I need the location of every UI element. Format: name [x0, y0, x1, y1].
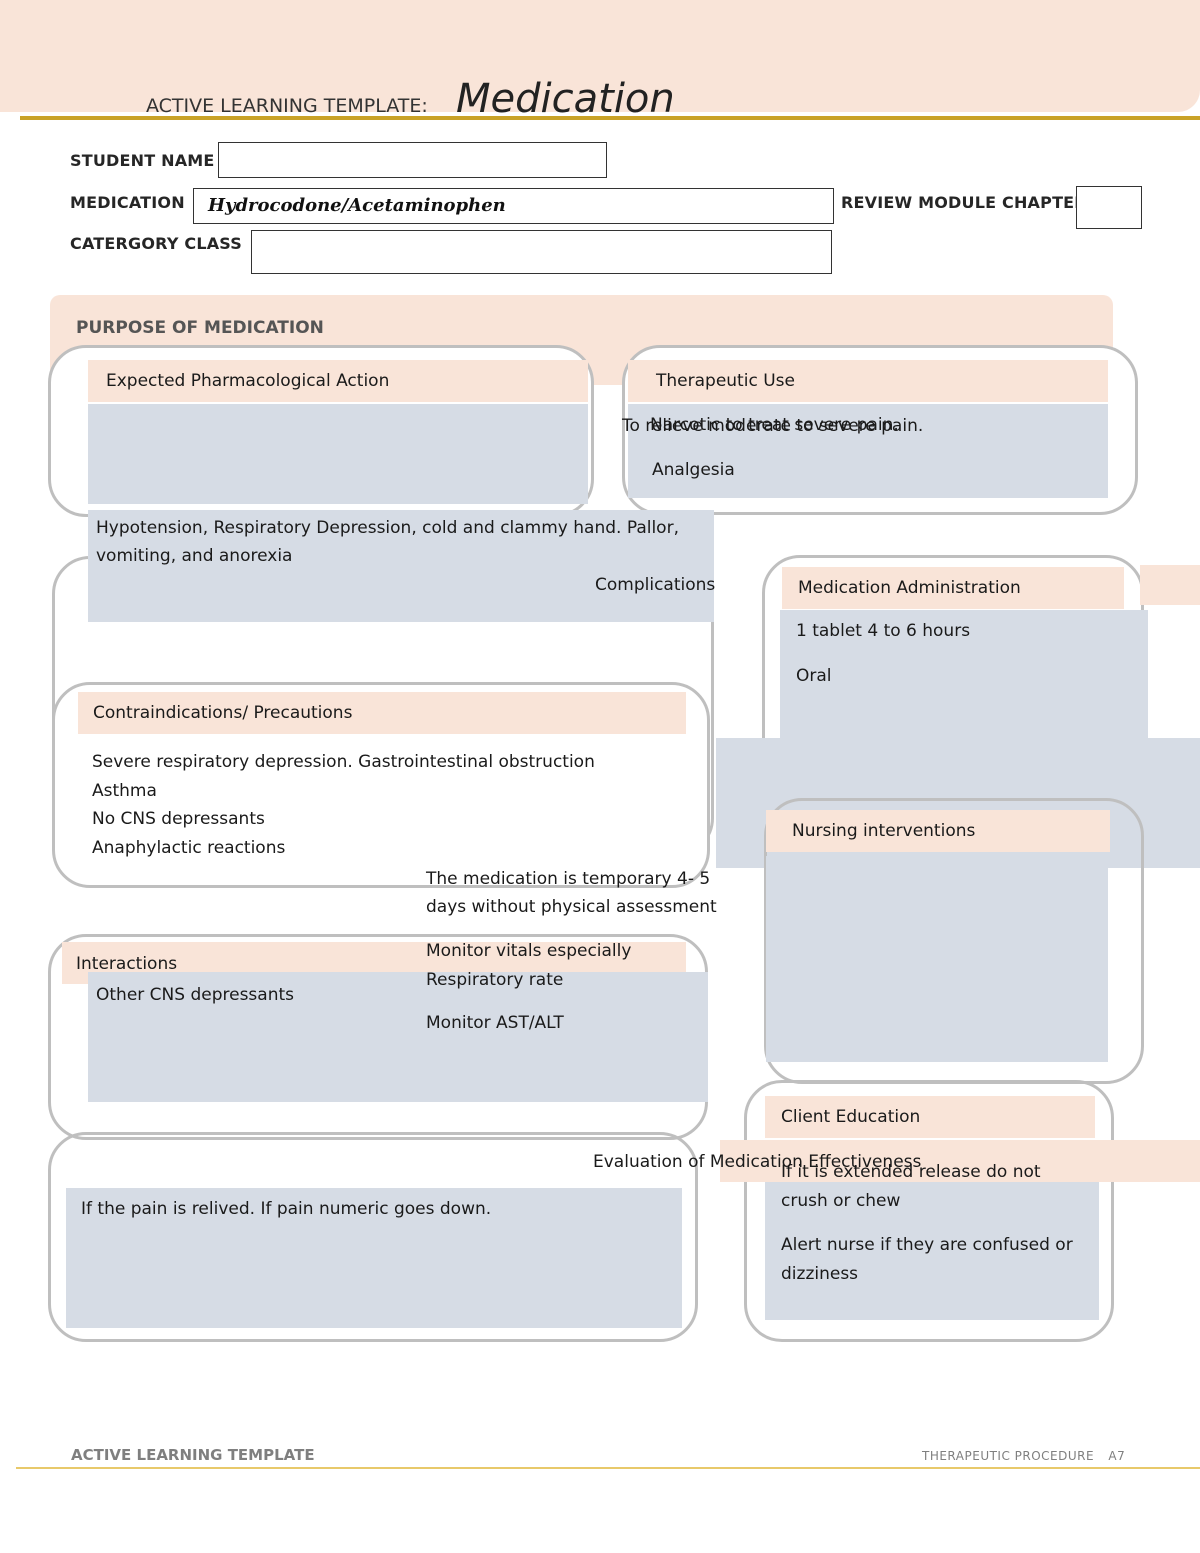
category-field[interactable] — [251, 230, 832, 274]
client-education-body[interactable] — [765, 1182, 1099, 1320]
administration-header-ext — [1140, 565, 1200, 605]
evaluation-line-1: If the pain is relived. If pain numeric … — [81, 1199, 492, 1219]
therapeutic-use-title: Therapeutic Use — [656, 371, 795, 391]
therapeutic-use-body[interactable] — [628, 404, 1108, 498]
client-education-line-4: dizziness — [781, 1264, 859, 1284]
complications-line-1: Hypotension, Respiratory Depression, col… — [96, 518, 679, 538]
evaluation-body[interactable] — [66, 1188, 682, 1328]
complications-title: Complications — [595, 575, 716, 595]
contraindication-item: Anaphylactic reactions — [92, 837, 286, 858]
complications-body[interactable] — [88, 510, 714, 622]
contraindications-title: Contraindications/ Precautions — [93, 703, 353, 723]
header-gold-rule — [20, 116, 1200, 120]
medication-field[interactable]: Hydrocodone/Acetaminophen — [193, 188, 834, 224]
review-module-field[interactable] — [1076, 186, 1142, 229]
medication-label: MEDICATION — [70, 193, 185, 212]
client-education-line-3: Alert nurse if they are confused or — [781, 1235, 1073, 1255]
nursing-line-4: Respiratory rate — [426, 970, 564, 990]
footer-page: A7 — [1108, 1449, 1126, 1463]
expected-action-title: Expected Pharmacological Action — [106, 371, 390, 391]
footer-right: THERAPEUTIC PROCEDURE A7 — [922, 1449, 1125, 1463]
administration-line-1: 1 tablet 4 to 6 hours — [796, 621, 971, 641]
interactions-title: Interactions — [76, 954, 178, 974]
expected-action-body[interactable] — [88, 404, 588, 504]
nursing-line-2: days without physical assessment — [426, 897, 717, 917]
interactions-line-1: Other CNS depressants — [96, 985, 294, 1005]
therapeutic-use-text-2: Analgesia — [652, 460, 735, 480]
student-name-label: STUDENT NAME — [70, 151, 215, 170]
client-education-frame — [744, 1080, 1114, 1342]
template-title: Medication — [456, 76, 675, 122]
complications-text: Hypotension, Respiratory Depression, col… — [96, 514, 679, 570]
footer-gold-rule — [16, 1467, 1200, 1469]
client-education-line-1: If it is extended release do not — [781, 1162, 1041, 1182]
purpose-title: PURPOSE OF MEDICATION — [76, 318, 324, 338]
administration-line-2: Oral — [796, 666, 832, 686]
evaluation-frame — [48, 1132, 698, 1342]
nursing-header — [766, 810, 1110, 852]
header-band — [0, 0, 1200, 112]
contraindication-item: No CNS depressants — [92, 809, 265, 829]
therapeutic-use-text-b: Narcotic to treat severe pain. — [650, 415, 899, 435]
expected-action-header — [88, 360, 588, 402]
medication-value: Hydrocodone/Acetaminophen — [208, 195, 506, 216]
contraindication-item: Asthma — [92, 780, 157, 801]
nursing-line-1: The medication is temporary 4- 5 — [426, 869, 711, 889]
contraindications-header — [78, 692, 686, 734]
review-module-label: REVIEW MODULE CHAPTER — [841, 193, 1087, 212]
client-education-line-2: crush or chew — [781, 1191, 901, 1211]
therapeutic-use-header — [628, 360, 1108, 402]
student-name-field[interactable] — [218, 142, 607, 178]
therapeutic-use-text-a: To relieve moderate to severe pain. — [622, 416, 924, 436]
administration-header — [782, 567, 1124, 609]
nursing-text-a: The medication is temporary 4- 5 days wi… — [426, 865, 717, 921]
nursing-body[interactable] — [766, 856, 1108, 1062]
nursing-line-5: Monitor AST/ALT — [426, 1013, 564, 1033]
template-label: ACTIVE LEARNING TEMPLATE: — [146, 95, 428, 117]
contraindication-item: Severe respiratory depression. Gastroint… — [92, 752, 595, 772]
administration-body[interactable] — [780, 610, 1148, 750]
administration-title: Medication Administration — [798, 578, 1021, 598]
footer-procedure: THERAPEUTIC PROCEDURE — [922, 1449, 1095, 1463]
evaluation-header-ext — [720, 1140, 1200, 1182]
nursing-text-b: Monitor vitals especially Respiratory ra… — [426, 937, 631, 995]
footer-left: ACTIVE LEARNING TEMPLATE — [71, 1446, 315, 1464]
interactions-body[interactable] — [88, 972, 708, 1102]
complications-line-2: vomiting, and anorexia — [96, 546, 293, 566]
nursing-line-3: Monitor vitals especially — [426, 941, 632, 961]
client-education-title: Client Education — [781, 1107, 921, 1127]
category-label: CATERGORY CLASS — [70, 234, 243, 253]
client-education-text: If it is extended release do not crush o… — [781, 1158, 1073, 1289]
nursing-title: Nursing interventions — [792, 821, 976, 841]
evaluation-title: Evaluation of Medication Effectiveness — [593, 1152, 922, 1172]
client-education-header — [765, 1096, 1095, 1138]
contraindications-list: Severe respiratory depression. Gastroint… — [92, 748, 595, 862]
